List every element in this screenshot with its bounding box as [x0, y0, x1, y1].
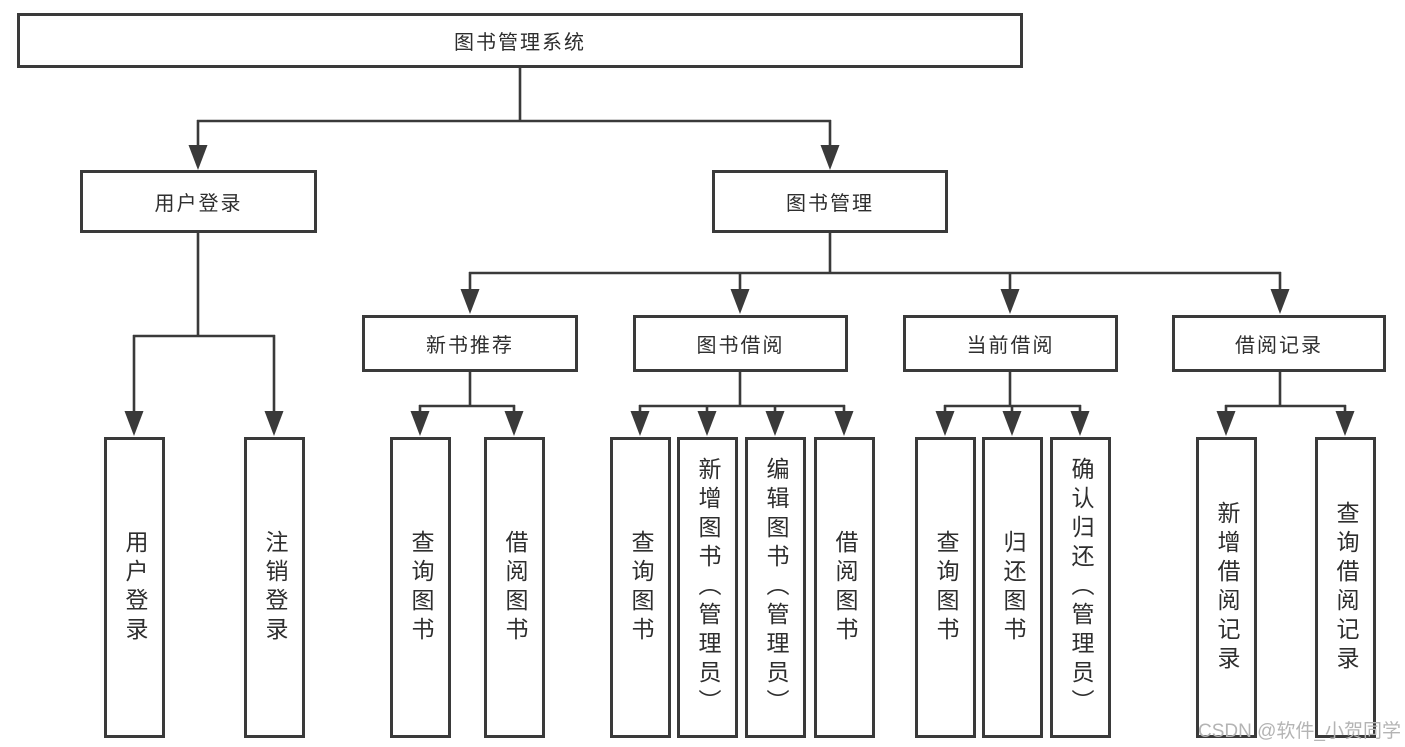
- leaf-logout-label: 注销登录: [262, 529, 288, 646]
- node-user-login-label: 用户登录: [154, 193, 243, 215]
- leaf-add-book-admin-label: 新增图书（管理员）: [695, 457, 721, 718]
- leaf-query-borrow-record: 查询借阅记录: [1315, 437, 1376, 738]
- node-book-management-label: 图书管理: [786, 193, 874, 215]
- node-new-book-recommend: 新书推荐: [362, 315, 578, 372]
- node-root-label: 图书管理系统: [454, 32, 586, 54]
- leaf-borrow-books-recommend: 借阅图书: [484, 437, 545, 738]
- leaf-user-login: 用户登录: [104, 437, 165, 738]
- leaf-edit-book-admin: 编辑图书（管理员）: [745, 437, 806, 738]
- leaf-user-login-label: 用户登录: [122, 529, 148, 646]
- node-book-management: 图书管理: [712, 170, 948, 233]
- leaf-query-books-current: 查询图书: [915, 437, 976, 738]
- leaf-borrow-books-borrow: 借阅图书: [814, 437, 875, 738]
- leaf-confirm-return-admin-label: 确认归还（管理员）: [1068, 457, 1094, 718]
- leaf-borrow-books-recommend-label: 借阅图书: [502, 529, 528, 646]
- leaf-return-book: 归还图书: [982, 437, 1043, 738]
- leaf-add-borrow-record: 新增借阅记录: [1196, 437, 1257, 738]
- leaf-confirm-return-admin: 确认归还（管理员）: [1050, 437, 1111, 738]
- leaf-query-books-borrow-label: 查询图书: [628, 529, 654, 646]
- leaf-query-books-recommend: 查询图书: [390, 437, 451, 738]
- node-user-login: 用户登录: [80, 170, 317, 233]
- leaf-query-books-recommend-label: 查询图书: [408, 529, 434, 646]
- node-new-book-recommend-label: 新书推荐: [426, 335, 514, 357]
- leaf-borrow-books-borrow-label: 借阅图书: [832, 529, 858, 646]
- leaf-query-borrow-record-label: 查询借阅记录: [1333, 500, 1359, 675]
- node-current-borrow-label: 当前借阅: [966, 335, 1055, 357]
- leaf-edit-book-admin-label: 编辑图书（管理员）: [763, 457, 789, 718]
- leaf-add-borrow-record-label: 新增借阅记录: [1214, 500, 1240, 675]
- node-book-borrow-label: 图书借阅: [696, 335, 785, 357]
- node-root: 图书管理系统: [17, 13, 1023, 68]
- node-current-borrow: 当前借阅: [903, 315, 1118, 372]
- leaf-logout: 注销登录: [244, 437, 305, 738]
- csdn-watermark: CSDN @软件_小贺同学: [1198, 721, 1401, 742]
- leaf-add-book-admin: 新增图书（管理员）: [677, 437, 738, 738]
- leaf-query-books-current-label: 查询图书: [933, 529, 959, 646]
- leaf-query-books-borrow: 查询图书: [610, 437, 671, 738]
- node-borrow-records-label: 借阅记录: [1235, 335, 1323, 357]
- node-borrow-records: 借阅记录: [1172, 315, 1386, 372]
- leaf-return-book-label: 归还图书: [1000, 529, 1026, 646]
- node-book-borrow: 图书借阅: [633, 315, 848, 372]
